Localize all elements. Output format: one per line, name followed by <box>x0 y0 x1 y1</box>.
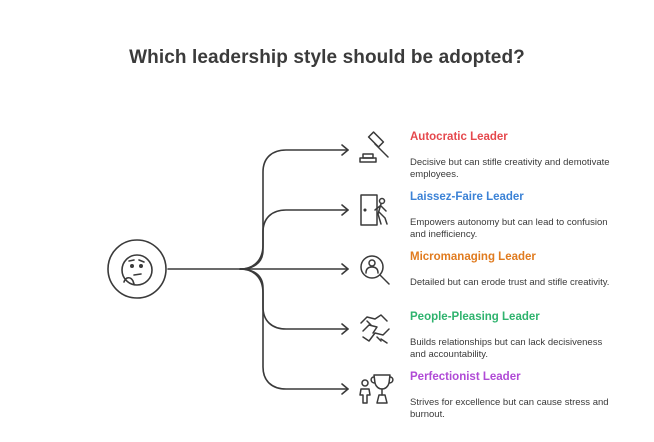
arrowhead-4 <box>341 323 349 335</box>
trophy-person-icon <box>359 374 394 404</box>
arrowhead-5 <box>341 383 349 395</box>
option-3-title: Micromanaging Leader <box>410 251 536 263</box>
option-2-title: Laissez-Faire Leader <box>410 191 524 203</box>
option-4-title: People-Pleasing Leader <box>410 311 540 323</box>
option-4-description: Builds relationships but can lack decisi… <box>410 337 603 360</box>
option-5-title: Perfectionist Leader <box>410 371 521 383</box>
option-5-description: Strives for excellence but can cause str… <box>410 397 609 420</box>
person-door-icon <box>360 194 388 226</box>
branch-line-2 <box>239 209 349 270</box>
option-2-description: Empowers autonomy but can lead to confus… <box>410 217 608 240</box>
option-1-title: Autocratic Leader <box>410 131 508 143</box>
option-3-description: Detailed but can erode trust and stifle … <box>410 277 610 288</box>
arrowhead-1 <box>341 144 349 156</box>
handshake-icon <box>360 314 390 344</box>
branch-line-5 <box>239 268 349 390</box>
arrowhead-2 <box>341 204 349 216</box>
option-1-description: Decisive but can stifle creativity and d… <box>410 157 610 180</box>
branch-line-4 <box>239 268 349 330</box>
magnifier-person-icon <box>360 255 390 285</box>
gavel-icon <box>359 131 389 163</box>
arrowhead-3 <box>341 263 349 275</box>
thinking-face-icon <box>107 239 167 299</box>
page-title: Which leadership style should be adopted… <box>129 47 525 68</box>
